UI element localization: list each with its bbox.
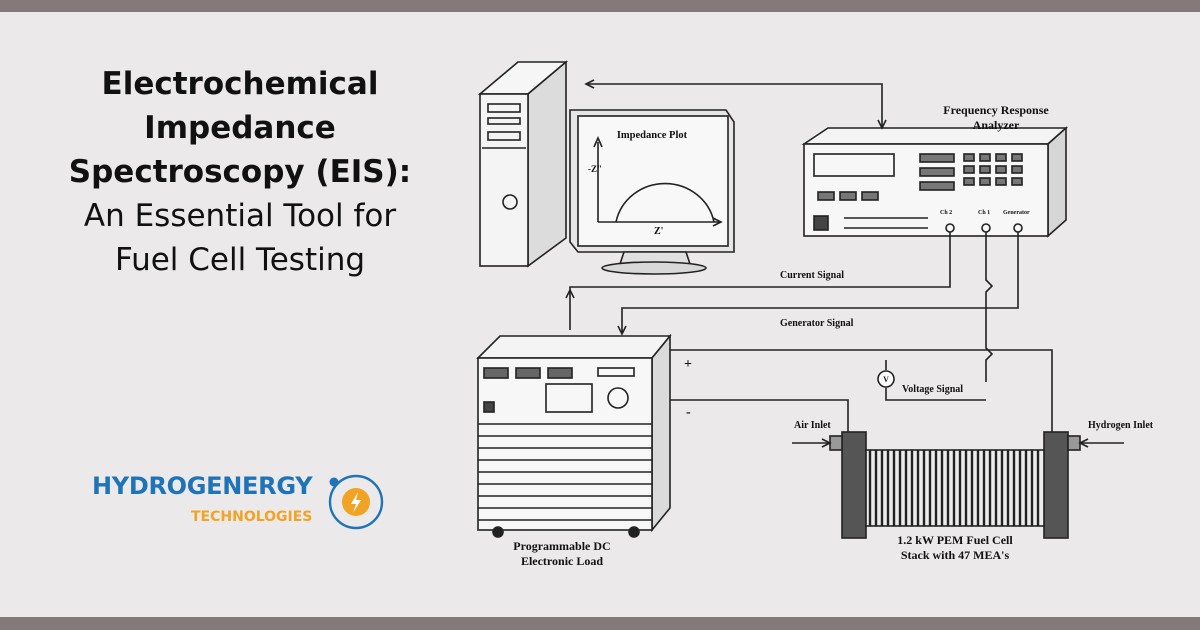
stack-label-line-2: Stack with 47 MEA's — [901, 548, 1010, 562]
fra-label-line-1: Frequency Response — [943, 103, 1049, 117]
current-signal-label: Current Signal — [780, 270, 844, 281]
y-axis-label: -Z" — [588, 164, 602, 174]
logo-wordmark: HYDROGENERGY — [92, 472, 313, 500]
load-label-line-2: Electronic Load — [521, 554, 603, 568]
impedance-plot-title: Impedance Plot — [617, 130, 688, 141]
fra-label-line-2: Analyzer — [973, 118, 1020, 132]
headline: Electrochemical Impedance Spectroscopy (… — [30, 62, 450, 282]
bottom-border-band — [0, 617, 1200, 630]
signal-wiring — [565, 79, 1019, 382]
hydrogen-inlet-label: Hydrogen Inlet — [1088, 420, 1154, 431]
headline-line-5: Fuel Cell Testing — [114, 242, 366, 278]
load-label-line-1: Programmable DC — [513, 539, 610, 553]
pem-fuel-cell-stack — [792, 431, 1124, 539]
generator-signal-label: Generator Signal — [780, 318, 854, 329]
monitor — [569, 109, 735, 275]
programmable-dc-load — [476, 333, 672, 538]
channel-1-label: Ch 1 — [978, 210, 990, 216]
negative-terminal: - — [686, 405, 691, 420]
eis-setup-diagram: Impedance Plot -Z" Z' Frequency Response… — [476, 60, 1154, 568]
lightning-bolt-icon — [328, 474, 384, 530]
stack-label-line-1: 1.2 kW PEM Fuel Cell — [897, 533, 1013, 547]
company-logo: HYDROGENERGY TECHNOLOGIES — [92, 462, 402, 542]
headline-line-4: An Essential Tool for — [83, 198, 397, 234]
air-inlet-label: Air Inlet — [794, 420, 831, 431]
channel-2-label: Ch 2 — [940, 210, 952, 216]
voltmeter-symbol: V — [883, 375, 889, 384]
headline-line-1: Electrochemical — [101, 66, 379, 102]
voltage-signal-label: Voltage Signal — [902, 384, 963, 395]
positive-terminal: + — [684, 357, 692, 372]
headline-line-3: Spectroscopy (EIS): — [68, 154, 412, 190]
x-axis-label: Z' — [654, 226, 664, 237]
frequency-response-analyzer — [801, 126, 1069, 238]
generator-port-label: Generator — [1003, 210, 1030, 216]
computer-tower — [477, 60, 569, 268]
headline-line-2: Impedance — [144, 110, 336, 146]
logo-subtitle: TECHNOLOGIES — [191, 509, 313, 525]
top-border-band — [0, 0, 1200, 12]
power-leads — [670, 349, 1053, 432]
